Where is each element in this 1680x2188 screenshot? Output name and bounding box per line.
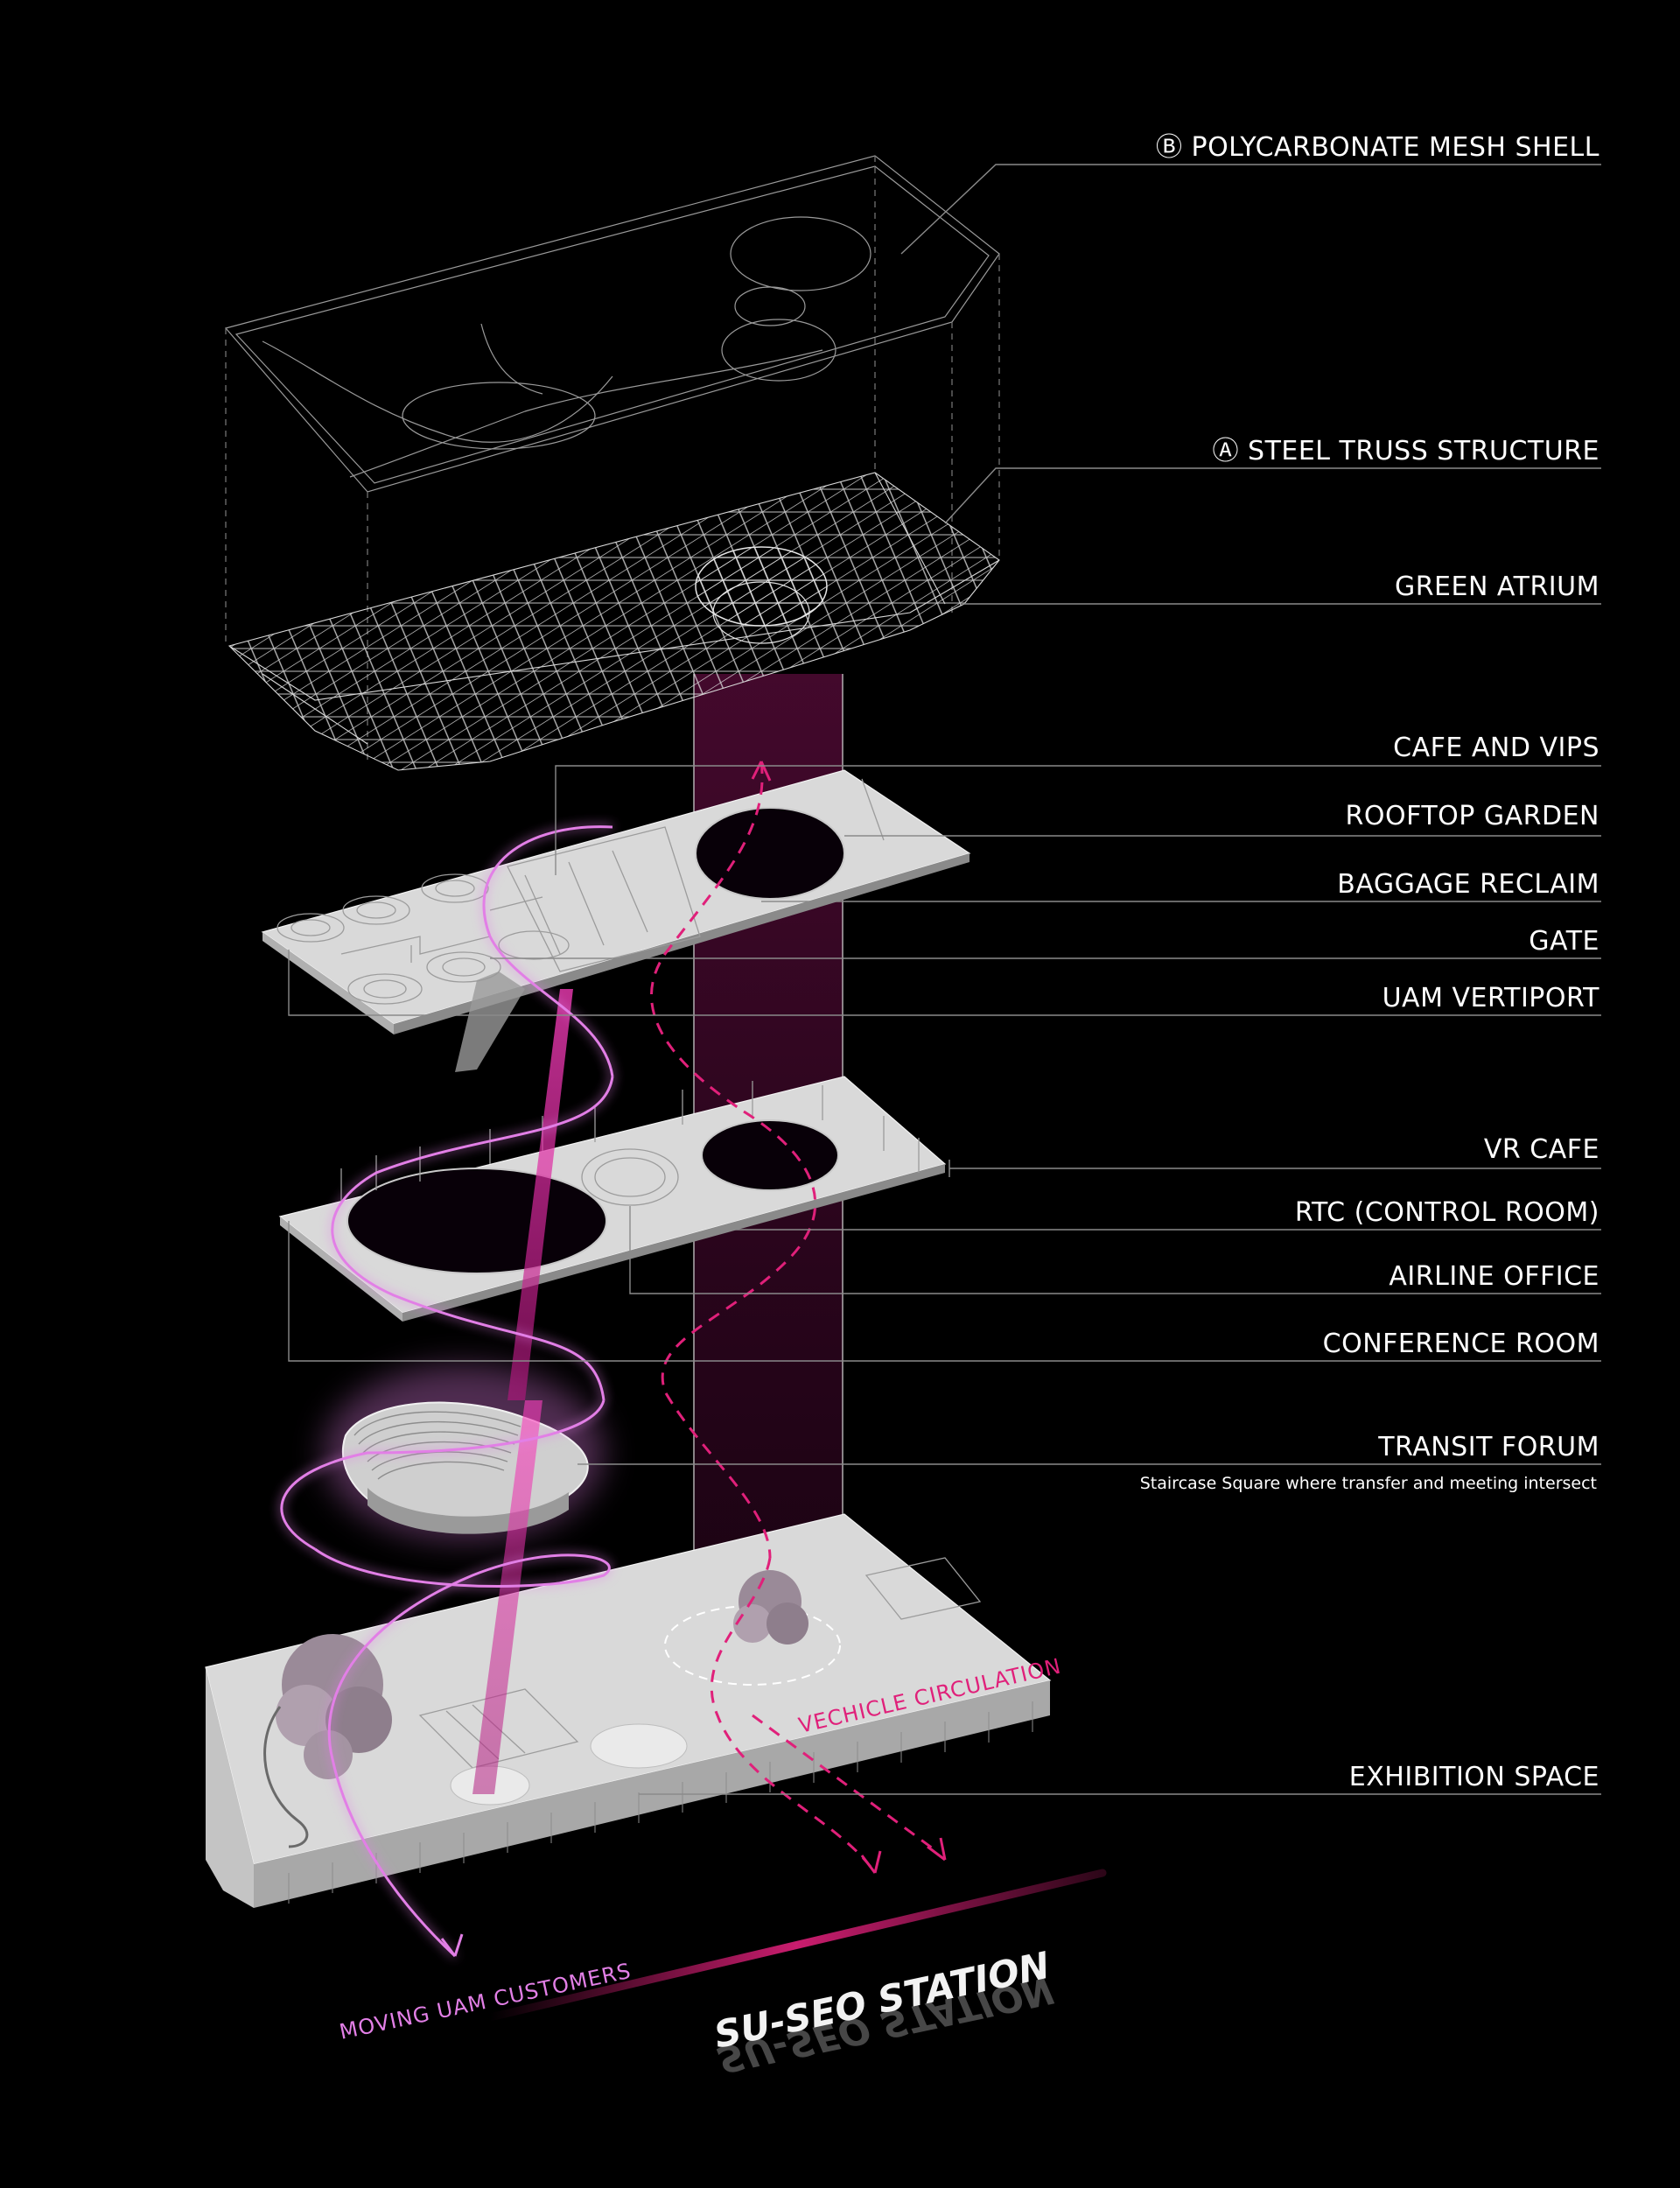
label-conference-room: CONFERENCE ROOM — [1323, 1329, 1600, 1359]
vehicle-circulation-flow — [650, 761, 947, 1874]
label-cafe-and-vips: CAFE AND VIPS — [1393, 733, 1600, 763]
label-airline-office: AIRLINE OFFICE — [1389, 1261, 1600, 1292]
label-vr-cafe: VR CAFE — [1484, 1134, 1600, 1165]
uam-customers-label: MOVING UAM CUSTOMERS — [337, 1959, 633, 2044]
label-rooftop-garden: ROOFTOP GARDEN — [1346, 801, 1600, 831]
label-transit-forum: TRANSIT FORUM — [1377, 1432, 1600, 1462]
steel-truss-structure — [228, 472, 1000, 771]
tree-icon — [276, 1634, 392, 1779]
vertiport-slab — [261, 769, 971, 1072]
label-transit-forum-note: Staircase Square where transfer and meet… — [1140, 1474, 1597, 1493]
leader-lines — [288, 164, 1601, 1795]
label-polycarbonate-mesh-shell: Ⓑ POLYCARBONATE MESH SHELL — [1156, 132, 1600, 163]
label-uam-vertiport: UAM VERTIPORT — [1382, 983, 1600, 1013]
label-exhibition-space: EXHIBITION SPACE — [1349, 1762, 1600, 1792]
ramp — [455, 971, 525, 1072]
label-rtc-control-room: RTC (CONTROL ROOM) — [1295, 1197, 1600, 1228]
tree-icon — [733, 1570, 808, 1645]
mid-level-slab — [278, 1076, 950, 1322]
label-steel-truss-structure: Ⓐ STEEL TRUSS STRUCTURE — [1212, 436, 1600, 466]
label-baggage-reclaim: BAGGAGE RECLAIM — [1337, 869, 1600, 900]
uam-customer-flow — [280, 825, 614, 1958]
label-gate: GATE — [1529, 926, 1600, 957]
label-green-atrium: GREEN ATRIUM — [1395, 572, 1600, 602]
